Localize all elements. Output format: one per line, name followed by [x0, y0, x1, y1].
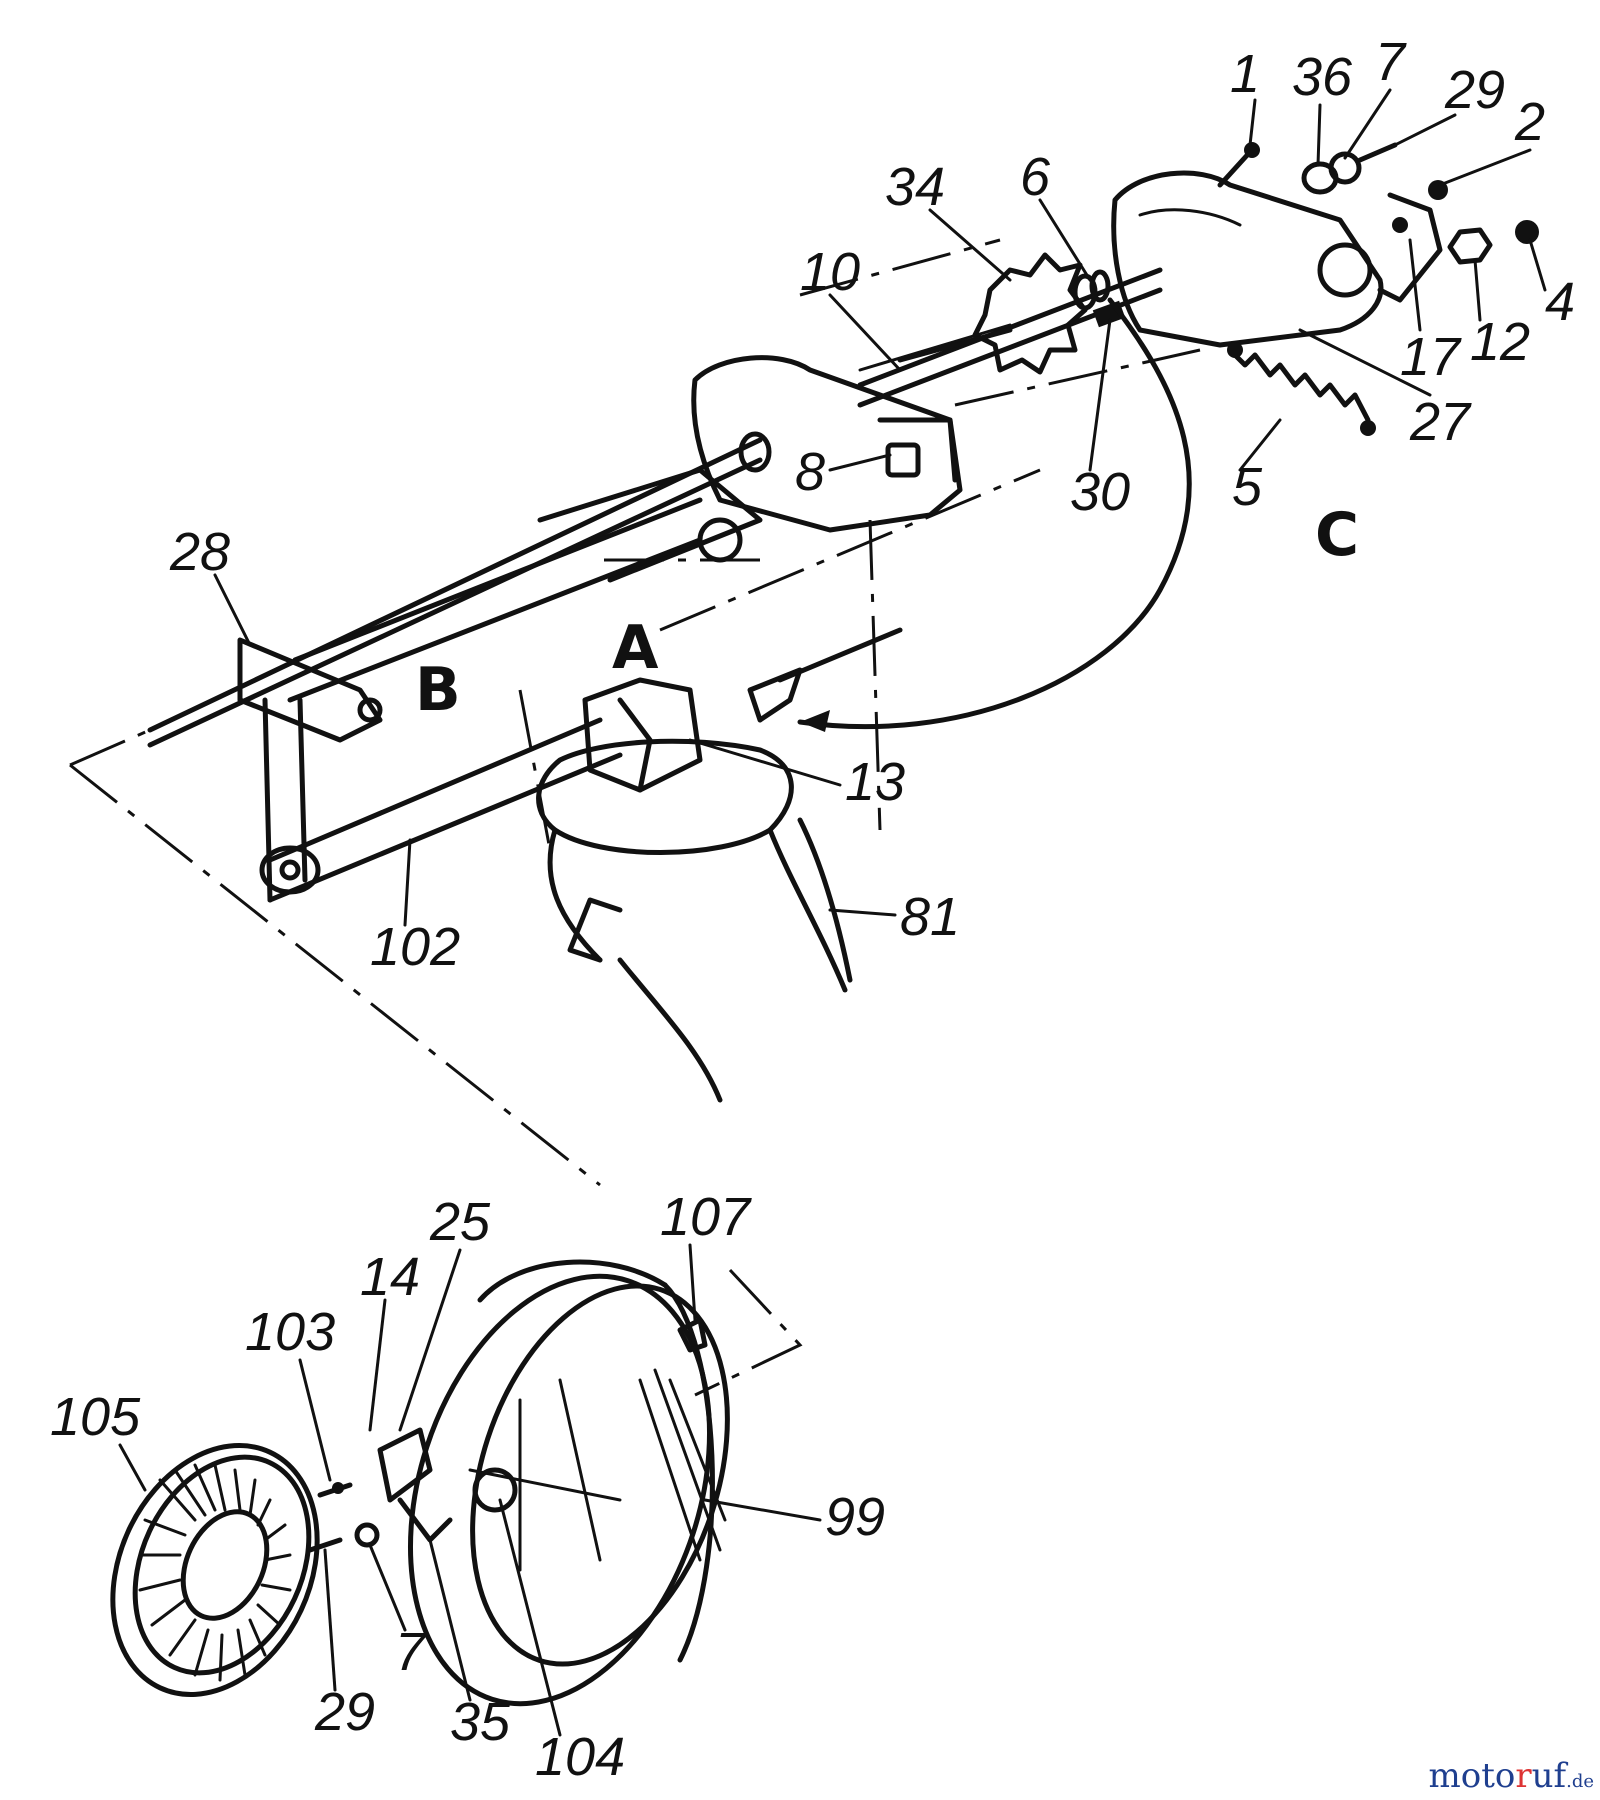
part-label-8: 8: [795, 442, 825, 502]
part-label-6: 6: [1020, 147, 1051, 207]
part-label-28: 28: [169, 522, 230, 582]
fastener-hardware: [1217, 142, 1539, 265]
part-label-102: 102: [370, 917, 460, 977]
part-label-29-top: 29: [1444, 60, 1505, 120]
part-label-81: 81: [900, 887, 960, 947]
leader-lines: [118, 88, 1547, 1737]
alignment-lines: [69, 238, 1201, 1397]
part-label-2: 2: [1514, 92, 1545, 152]
control-cable: [797, 297, 1192, 732]
part-label-36: 36: [1292, 47, 1353, 107]
part-label-5: 5: [1232, 457, 1263, 517]
brand-watermark: motoruf.de: [1429, 1756, 1595, 1796]
part-label-104: 104: [535, 1727, 625, 1787]
hub-cap: [110, 1443, 320, 1697]
engine-assembly: [536, 627, 903, 1103]
drive-axle: [857, 267, 1163, 408]
part-label-103: 103: [245, 1302, 335, 1362]
part-label-4: 4: [1545, 272, 1575, 332]
part-label-35: 35: [450, 1692, 511, 1752]
part-label-7-bottom: 7: [395, 1622, 427, 1682]
section-label-b: B: [415, 655, 461, 725]
part-label-27: 27: [1409, 392, 1472, 452]
part-label-30: 30: [1070, 462, 1130, 522]
part-label-13: 13: [845, 752, 905, 812]
part-label-34: 34: [885, 157, 945, 217]
part-label-14: 14: [360, 1247, 420, 1307]
watermark-text-start: moto: [1428, 1756, 1516, 1796]
wheel-assembly: [307, 1259, 730, 1707]
part-label-107: 107: [660, 1187, 752, 1247]
watermark-text-end: uf: [1531, 1756, 1567, 1796]
sprocket: [972, 252, 1088, 375]
part-label-17: 17: [1400, 327, 1462, 387]
part-label-1: 1: [1230, 44, 1260, 104]
part-label-29-bottom: 29: [314, 1682, 375, 1742]
gear-housing-left: [691, 323, 1013, 533]
part-label-12: 12: [1470, 312, 1530, 372]
watermark-text-mid: r: [1515, 1756, 1532, 1796]
watermark-tld: .de: [1566, 1771, 1594, 1792]
spring: [1227, 342, 1376, 436]
part-label-10: 10: [800, 242, 860, 302]
gearbox-housing: [1111, 170, 1443, 348]
part-label-99: 99: [825, 1487, 885, 1547]
section-label-c: C: [1315, 500, 1359, 570]
part-label-105: 105: [50, 1387, 141, 1447]
part-label-25: 25: [429, 1192, 491, 1252]
section-label-a: A: [612, 613, 659, 683]
part-label-7-top: 7: [1375, 32, 1407, 92]
